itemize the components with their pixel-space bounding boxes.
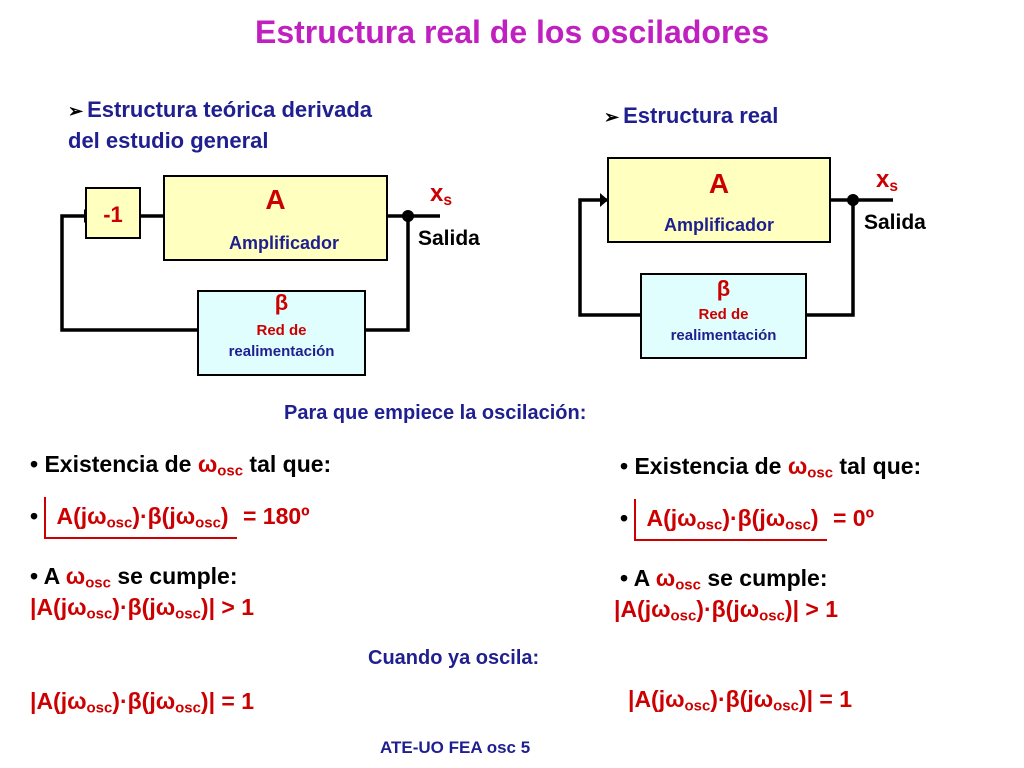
arrow-bullet-icon: ➢ bbox=[604, 107, 620, 127]
inverter-label: -1 bbox=[103, 202, 123, 227]
left-existence-condition: • Existencia de ωosc tal que: bbox=[30, 451, 332, 480]
inverter-box bbox=[85, 187, 141, 239]
right-amplifier-symbol: A bbox=[708, 168, 730, 199]
left-gain-condition: |A(jωosc)·β(jωosc)| > 1 bbox=[30, 594, 255, 623]
left-heading: ➢Estructura teórica derivada bbox=[68, 97, 372, 122]
right-output-label: Salida bbox=[864, 211, 926, 234]
footer-label: ATE-UO FEA osc 5 bbox=[380, 738, 531, 757]
right-feedback-box bbox=[640, 273, 807, 359]
right-existence-condition: • Existencia de ωosc tal que: bbox=[620, 453, 922, 482]
right-beta-symbol: β bbox=[716, 276, 731, 301]
right-output-symbol: xs bbox=[876, 166, 899, 195]
right-phase-condition: • A(jωosc)·β(jωosc) = 0º bbox=[620, 499, 874, 541]
right-gain-condition: |A(jωosc)·β(jωosc)| > 1 bbox=[614, 596, 839, 625]
start-oscillation-caption: Para que empiece la oscilación: bbox=[284, 402, 587, 424]
right-amplifier-box bbox=[607, 157, 831, 243]
angle-symbol: A(jωosc)·β(jωosc) bbox=[44, 497, 237, 539]
right-oscillating-condition: |A(jωosc)·β(jωosc)| = 1 bbox=[628, 686, 853, 715]
left-amplifier-symbol: A bbox=[265, 184, 286, 215]
right-feedback-line1: Red de bbox=[698, 306, 749, 323]
left-amplifier-label: Amplificador bbox=[228, 233, 339, 253]
left-phase-condition: • A(jωosc)·β(jωosc) = 180º bbox=[30, 497, 310, 539]
angle-symbol: A(jωosc)·β(jωosc) bbox=[634, 499, 827, 541]
right-heading: ➢Estructura real bbox=[604, 103, 779, 128]
left-output-symbol: xs bbox=[430, 180, 453, 209]
left-feedback-line2: realimentación bbox=[228, 343, 335, 360]
right-gain-condition-heading: • A ωosc se cumple: bbox=[620, 565, 828, 594]
left-oscillating-condition: |A(jωosc)·β(jωosc)| = 1 bbox=[30, 688, 255, 717]
left-heading-line2: del estudio general bbox=[68, 128, 269, 153]
left-output-label: Salida bbox=[418, 227, 480, 250]
left-feedback-line1: Red de bbox=[256, 322, 307, 339]
left-feedback-box bbox=[197, 290, 366, 376]
arrow-bullet-icon: ➢ bbox=[68, 101, 84, 121]
left-beta-symbol: β bbox=[274, 290, 289, 315]
right-feedback-line2: realimentación bbox=[670, 327, 777, 344]
right-amplifier-label: Amplificador bbox=[663, 215, 774, 235]
oscillating-caption: Cuando ya oscila: bbox=[368, 647, 540, 669]
left-amplifier-box bbox=[163, 175, 388, 261]
page-title: Estructura real de los osciladores bbox=[255, 14, 769, 50]
left-gain-condition-heading: • A ωosc se cumple: bbox=[30, 563, 238, 592]
